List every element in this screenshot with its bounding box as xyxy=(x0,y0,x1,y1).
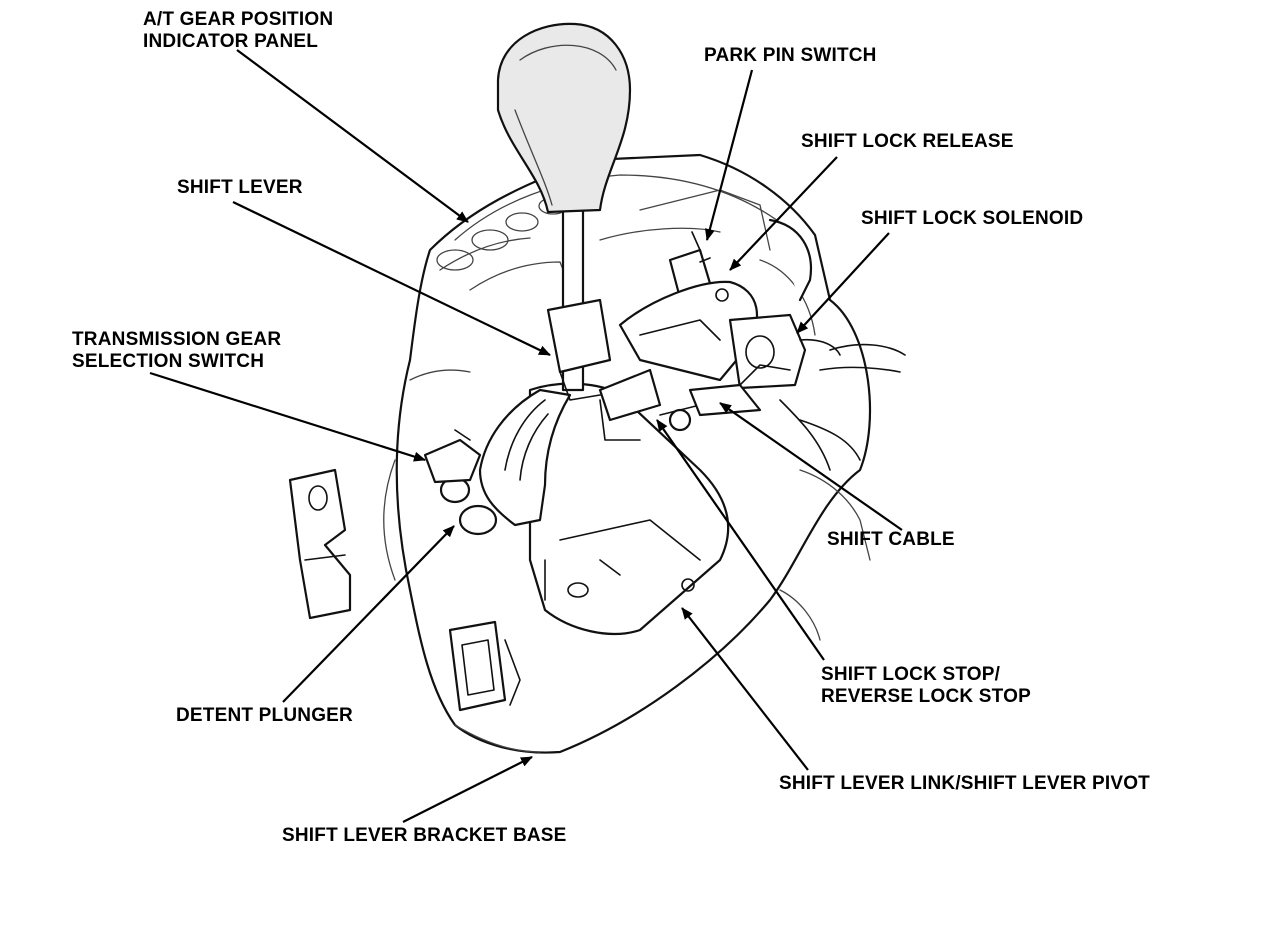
shift-cable-bracket xyxy=(688,364,791,417)
leader-detent-plunger xyxy=(282,525,455,703)
leader-shift-lever xyxy=(232,201,551,356)
leader-lines xyxy=(149,49,903,823)
shift-gate-body xyxy=(528,382,730,636)
label-line: SHIFT LOCK RELEASE xyxy=(801,131,1014,152)
label-line: PARK PIN SWITCH xyxy=(704,45,877,66)
leader-shift-lock-release xyxy=(729,156,838,271)
detent-plate xyxy=(478,388,572,527)
label-line: SHIFT CABLE xyxy=(827,529,955,550)
label-shift-lever-bracket-base: SHIFT LEVER BRACKET BASE xyxy=(282,825,567,847)
label-detent-plunger: DETENT PLUNGER xyxy=(176,705,353,727)
detent-plunger-part xyxy=(439,476,498,536)
leader-at-gear-panel xyxy=(236,49,469,223)
gear-selection-switch-part xyxy=(423,429,482,484)
leader-shift-lock-stop xyxy=(656,419,825,661)
shift-knob xyxy=(496,22,632,214)
label-line: INDICATOR PANEL xyxy=(143,31,319,52)
label-shift-lever: SHIFT LEVER xyxy=(177,177,303,199)
label-shift-cable: SHIFT CABLE xyxy=(827,529,955,551)
label-transmission-gear-selection-switch: TRANSMISSION GEAR SELECTION SWITCH xyxy=(72,329,281,373)
label-line: SHIFT LEVER xyxy=(177,177,303,198)
label-park-pin-switch: PARK PIN SWITCH xyxy=(704,45,877,67)
leader-shift-cable xyxy=(719,402,903,531)
leader-shift-lever-link xyxy=(681,607,809,771)
label-shift-lock-stop-reverse-lock-stop: SHIFT LOCK STOP/ REVERSE LOCK STOP xyxy=(821,664,1031,708)
leader-shift-lock-solenoid xyxy=(796,232,890,334)
label-line: SELECTION SWITCH xyxy=(72,351,265,372)
label-line: SHIFT LEVER BRACKET BASE xyxy=(282,825,567,846)
shift-lock-stop-part xyxy=(598,368,701,432)
label-line: DETENT PLUNGER xyxy=(176,705,353,726)
leader-park-pin-switch xyxy=(704,69,754,241)
label-line: REVERSE LOCK STOP xyxy=(821,686,1031,707)
leader-bracket-base xyxy=(402,756,533,823)
label-shift-lock-release: SHIFT LOCK RELEASE xyxy=(801,131,1014,153)
label-line: SHIFT LOCK SOLENOID xyxy=(861,208,1084,229)
label-shift-lever-link-pivot: SHIFT LEVER LINK/SHIFT LEVER PIVOT xyxy=(779,773,1150,795)
label-line: TRANSMISSION GEAR xyxy=(72,329,282,350)
left-mount-bracket xyxy=(288,468,352,620)
right-side-bracket xyxy=(768,218,906,471)
leader-gear-selection-switch xyxy=(149,371,426,462)
label-shift-lock-solenoid: SHIFT LOCK SOLENOID xyxy=(861,208,1083,230)
label-at-gear-position-indicator-panel: A/T GEAR POSITION INDICATOR PANEL xyxy=(143,9,333,53)
lower-mount-bracket xyxy=(448,620,521,712)
label-line: SHIFT LEVER LINK/SHIFT LEVER PIVOT xyxy=(779,773,1150,794)
label-line: SHIFT LOCK STOP/ xyxy=(821,664,1001,685)
label-line: A/T GEAR POSITION xyxy=(143,9,334,30)
shift-lever-shaft xyxy=(546,208,612,401)
